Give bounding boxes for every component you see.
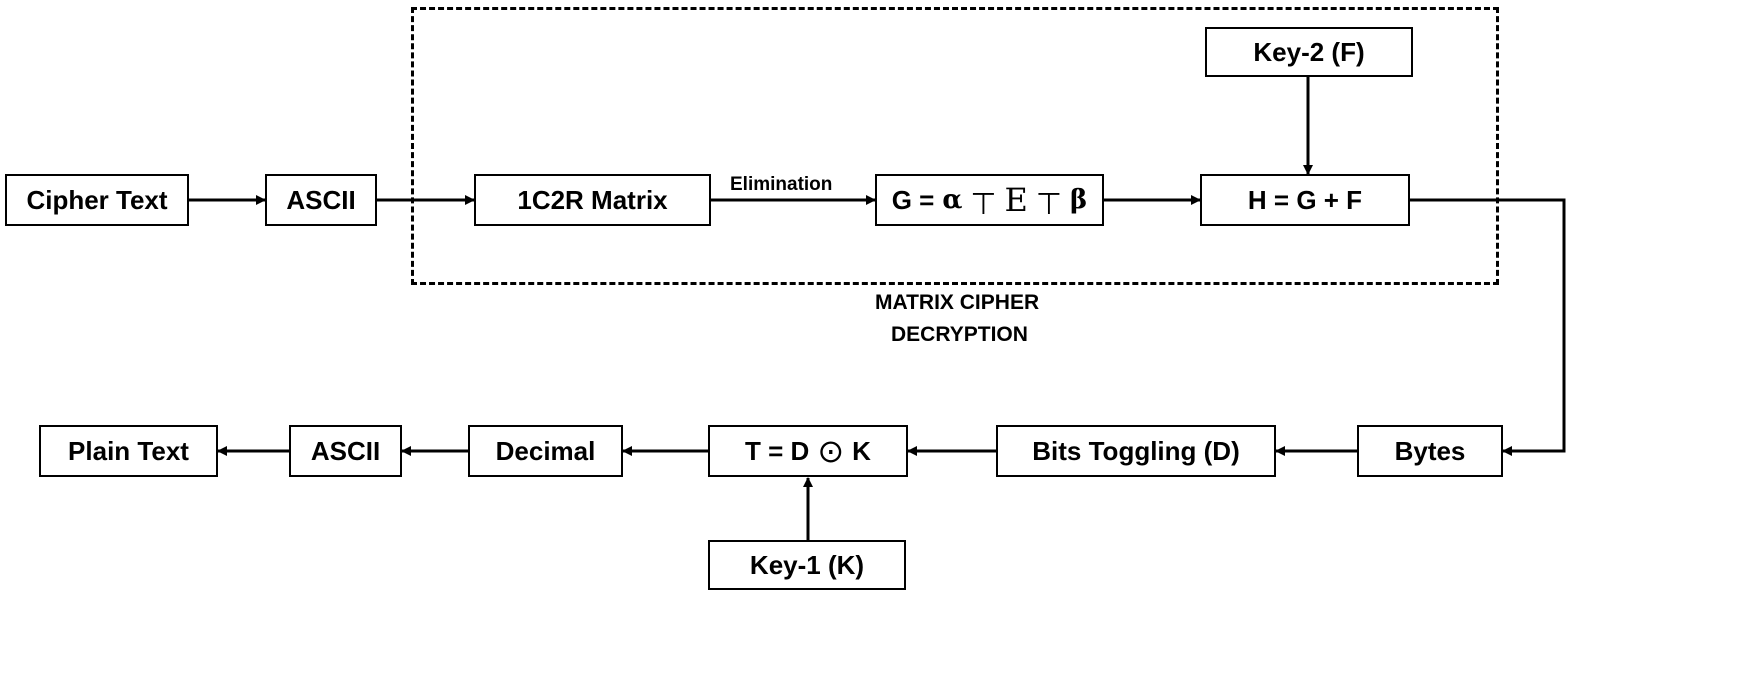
e-matrix-symbol: E — [1004, 181, 1028, 219]
bits-toggling-node: Bits Toggling (D) — [996, 425, 1276, 477]
matrix-cipher-decryption-group — [411, 7, 1499, 285]
g-equation: G = α ⊤ E ⊤ β — [891, 181, 1088, 222]
alpha-symbol: α — [942, 185, 963, 215]
t-equation-lhs: T = D — [745, 435, 810, 466]
g-equation-lhs: G = — [891, 184, 935, 215]
beta-symbol: β — [1070, 185, 1088, 215]
ascii-top-node: ASCII — [265, 174, 377, 226]
group-label-line2: DECRYPTION — [891, 323, 1028, 346]
t-equation-rhs: K — [852, 435, 871, 466]
tee-symbol-1: ⊤ — [970, 186, 997, 222]
matrix-1c2r-node: 1C2R Matrix — [474, 174, 711, 226]
plain-text-node: Plain Text — [39, 425, 218, 477]
elimination-label: Elimination — [730, 174, 833, 195]
ascii-bottom-node: ASCII — [289, 425, 402, 477]
decimal-node: Decimal — [468, 425, 623, 477]
key1-node: Key-1 (K) — [708, 540, 906, 590]
bytes-node: Bytes — [1357, 425, 1503, 477]
tee-symbol-2: ⊤ — [1035, 186, 1063, 222]
key2-node: Key-2 (F) — [1205, 27, 1413, 77]
odot-symbol: ⊙ — [817, 432, 845, 470]
t-equation: T = D ⊙ K — [745, 432, 871, 470]
arrow-h-to-bytes — [1410, 198, 1566, 456]
h-equation-node: H = G + F — [1200, 174, 1410, 226]
g-equation-node: G = α ⊤ E ⊤ β — [875, 174, 1104, 226]
cipher-text-node: Cipher Text — [5, 174, 189, 226]
t-equation-node: T = D ⊙ K — [708, 425, 908, 477]
group-label-line1: MATRIX CIPHER — [875, 291, 1040, 314]
